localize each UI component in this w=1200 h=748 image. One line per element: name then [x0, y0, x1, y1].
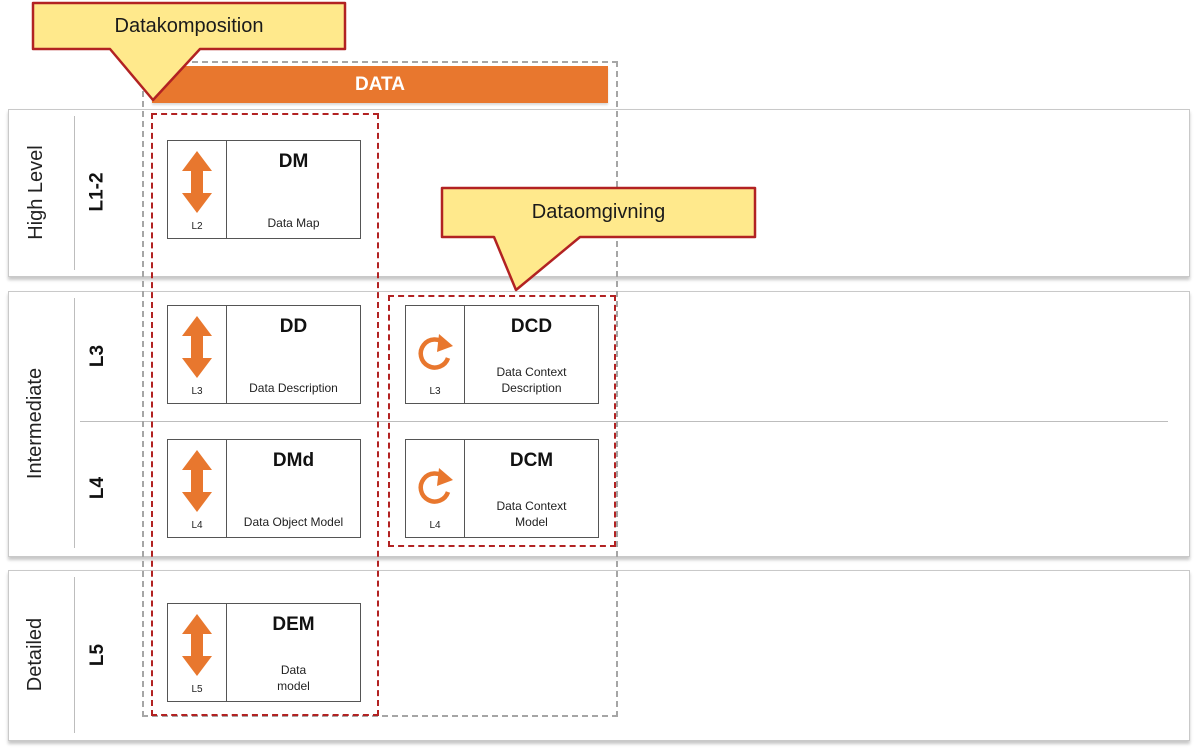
data-header-title: DATA — [355, 73, 405, 95]
card-code: DCM — [509, 450, 554, 471]
card-dmd: L4 DMd Data Object Model — [167, 439, 361, 538]
card-code: DMd — [272, 450, 315, 471]
card-description: Data Map — [267, 216, 320, 230]
cycle-arrow-icon — [418, 334, 453, 370]
card-level: L4 — [191, 520, 203, 531]
card-dm: L2 DM Data Map — [167, 140, 361, 239]
card-icon-cell: L3 — [168, 306, 227, 403]
card-description: Data Context Model — [496, 499, 567, 529]
card-icon-cell: L4 — [168, 440, 227, 537]
double-arrow-icon — [182, 151, 212, 213]
card-icon-cell: L4 — [406, 440, 465, 537]
callout-composition-label: Datakomposition — [114, 14, 264, 37]
card-code: DD — [279, 316, 308, 337]
double-arrow-icon — [182, 614, 212, 676]
callout-composition-shape — [31, 1, 347, 102]
card-icon-cell: L5 — [168, 604, 227, 701]
composition-group — [151, 113, 379, 716]
data-header: DATA — [152, 66, 608, 103]
double-arrow-icon — [182, 316, 212, 378]
card-code: DEM — [272, 614, 315, 635]
card-icon-cell: L3 — [406, 306, 465, 403]
card-level: L2 — [191, 221, 203, 232]
data-container — [142, 61, 618, 717]
card-dem: L5 DEM Data model — [167, 603, 361, 702]
card-description: Data Context Description — [496, 365, 567, 395]
card-level: L4 — [429, 520, 441, 531]
card-description: Data model — [277, 663, 310, 693]
double-arrow-icon — [182, 450, 212, 512]
card-description: Data Object Model — [243, 515, 344, 529]
band-divider — [74, 298, 75, 548]
card-level: L3 — [191, 386, 203, 397]
card-description: Data Description — [249, 381, 338, 395]
cycle-arrow-icon — [418, 468, 453, 504]
row-divider — [80, 421, 1168, 422]
callout-environment-shape — [440, 186, 757, 292]
card-code: DCD — [510, 316, 553, 337]
card-dd: L3 DD Data Description — [167, 305, 361, 404]
band-divider — [74, 116, 75, 270]
card-level: L3 — [429, 386, 441, 397]
environment-group — [388, 295, 616, 547]
callout-environment-label: Dataomgivning — [531, 201, 666, 223]
card-icon-cell: L2 — [168, 141, 227, 238]
card-level: L5 — [191, 684, 203, 695]
band-divider — [74, 577, 75, 733]
card-code: DM — [278, 151, 309, 172]
card-dcd: L3 DCD Data Context Description — [405, 305, 599, 404]
card-dcm: L4 DCM Data Context Model — [405, 439, 599, 538]
